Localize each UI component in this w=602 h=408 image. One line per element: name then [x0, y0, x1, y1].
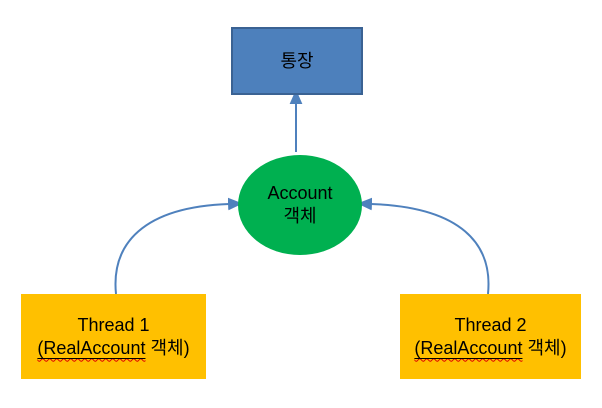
node-thread1-title: Thread 1	[77, 314, 150, 335]
node-account-object[interactable]: Account 객체	[238, 155, 362, 255]
node-bankbook-label: 통장	[280, 50, 314, 71]
node-thread2-title: Thread 2	[454, 314, 527, 335]
node-thread2-subtitle: (RealAccount 객체)	[414, 337, 566, 360]
node-thread2-subtitle-rest: 객체)	[522, 337, 567, 358]
node-thread2[interactable]: Thread 2 (RealAccount 객체)	[400, 294, 581, 379]
node-account-label-line1: Account	[267, 183, 333, 203]
arrow-thread1-to-account	[114, 197, 243, 295]
node-thread1-subtitle: (RealAccount 객체)	[37, 337, 189, 360]
node-thread1-misspelled-text: (RealAccount	[37, 337, 146, 358]
arrow-thread2-to-account	[357, 197, 490, 295]
node-thread1-subtitle-rest: 객체)	[145, 337, 190, 358]
node-bankbook[interactable]: 통장	[231, 27, 363, 95]
node-thread1[interactable]: Thread 1 (RealAccount 객체)	[21, 294, 206, 379]
node-account-label-line2: 객체	[283, 206, 317, 226]
node-thread2-misspelled-text: (RealAccount	[414, 337, 523, 358]
